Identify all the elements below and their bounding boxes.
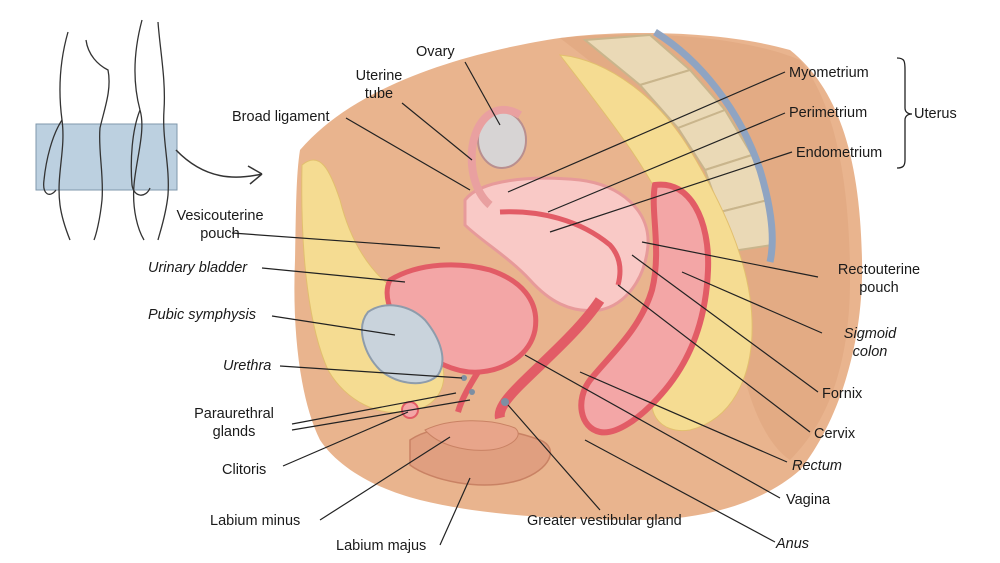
label-clitoris: Clitoris [222, 462, 267, 478]
label-rectouterine-line1: Rectouterine [837, 262, 921, 278]
label-sigmoid-line2: colon [852, 344, 888, 360]
vaginal-canal [494, 297, 605, 420]
label-paraurethral-line1: Paraurethral [194, 406, 274, 422]
label-ovary: Ovary [416, 44, 455, 60]
greater-vestibular-gland-shape [501, 398, 509, 406]
inset-front-arm [43, 119, 63, 195]
urethra-canal [455, 370, 481, 413]
label-rectum: Rectum [792, 458, 842, 474]
label-rectouterine-line2: pouch [859, 280, 899, 296]
paraurethral-gland-1 [461, 375, 467, 381]
sacrum-vertebrae [582, 33, 774, 254]
inset-arrowhead [247, 165, 263, 185]
label-pubic-symphysis: Pubic symphysis [148, 307, 256, 323]
label-cervix: Cervix [814, 426, 856, 442]
inset-side-arm [130, 109, 151, 196]
leader-lines [231, 61, 823, 546]
label-labium-majus: Labium majus [336, 538, 427, 554]
body-inset-figure [35, 19, 263, 241]
inset-side-body-outline [132, 19, 169, 241]
paraurethral-gland-2 [469, 389, 475, 395]
label-sigmoid-line1: Sigmoid [843, 326, 897, 342]
label-endometrium: Endometrium [796, 145, 883, 161]
label-greater-vestibular-gland: Greater vestibular gland [527, 513, 682, 529]
label-myometrium: Myometrium [789, 65, 869, 81]
label-urethra: Urethra [223, 358, 272, 374]
uterine-tube-shape [467, 106, 523, 209]
inset-highlight-box [35, 123, 178, 191]
rectum-sigmoid [578, 181, 712, 436]
label-uterus: Uterus [914, 106, 957, 122]
inset-front-body-outline [58, 31, 110, 241]
label-uterine-tube-line1: Uterine [355, 68, 403, 84]
label-perimetrium: Perimetrium [789, 105, 868, 121]
label-anus: Anus [776, 536, 810, 552]
label-paraurethral-line2: glands [212, 424, 256, 440]
label-vesicouterine-line2: pouch [200, 226, 240, 242]
label-vagina: Vagina [786, 492, 831, 508]
spinal-canal [653, 29, 776, 263]
uterus-bracket [896, 57, 913, 169]
label-broad-ligament: Broad ligament [232, 109, 330, 125]
label-uterine-tube-line2: tube [364, 86, 394, 102]
inset-arrow-line [175, 149, 263, 178]
label-fornix: Fornix [822, 386, 863, 402]
label-vesicouterine-line1: Vesicouterine [176, 208, 264, 224]
skin-shadow [560, 34, 850, 460]
uterine-cavity [499, 209, 623, 286]
label-urinary-bladder: Urinary bladder [148, 260, 248, 276]
label-labium-minus: Labium minus [210, 513, 301, 529]
pelvic-section [294, 29, 863, 520]
pubic-symphysis-bone [361, 304, 444, 385]
labium-minus-shape [424, 420, 519, 451]
